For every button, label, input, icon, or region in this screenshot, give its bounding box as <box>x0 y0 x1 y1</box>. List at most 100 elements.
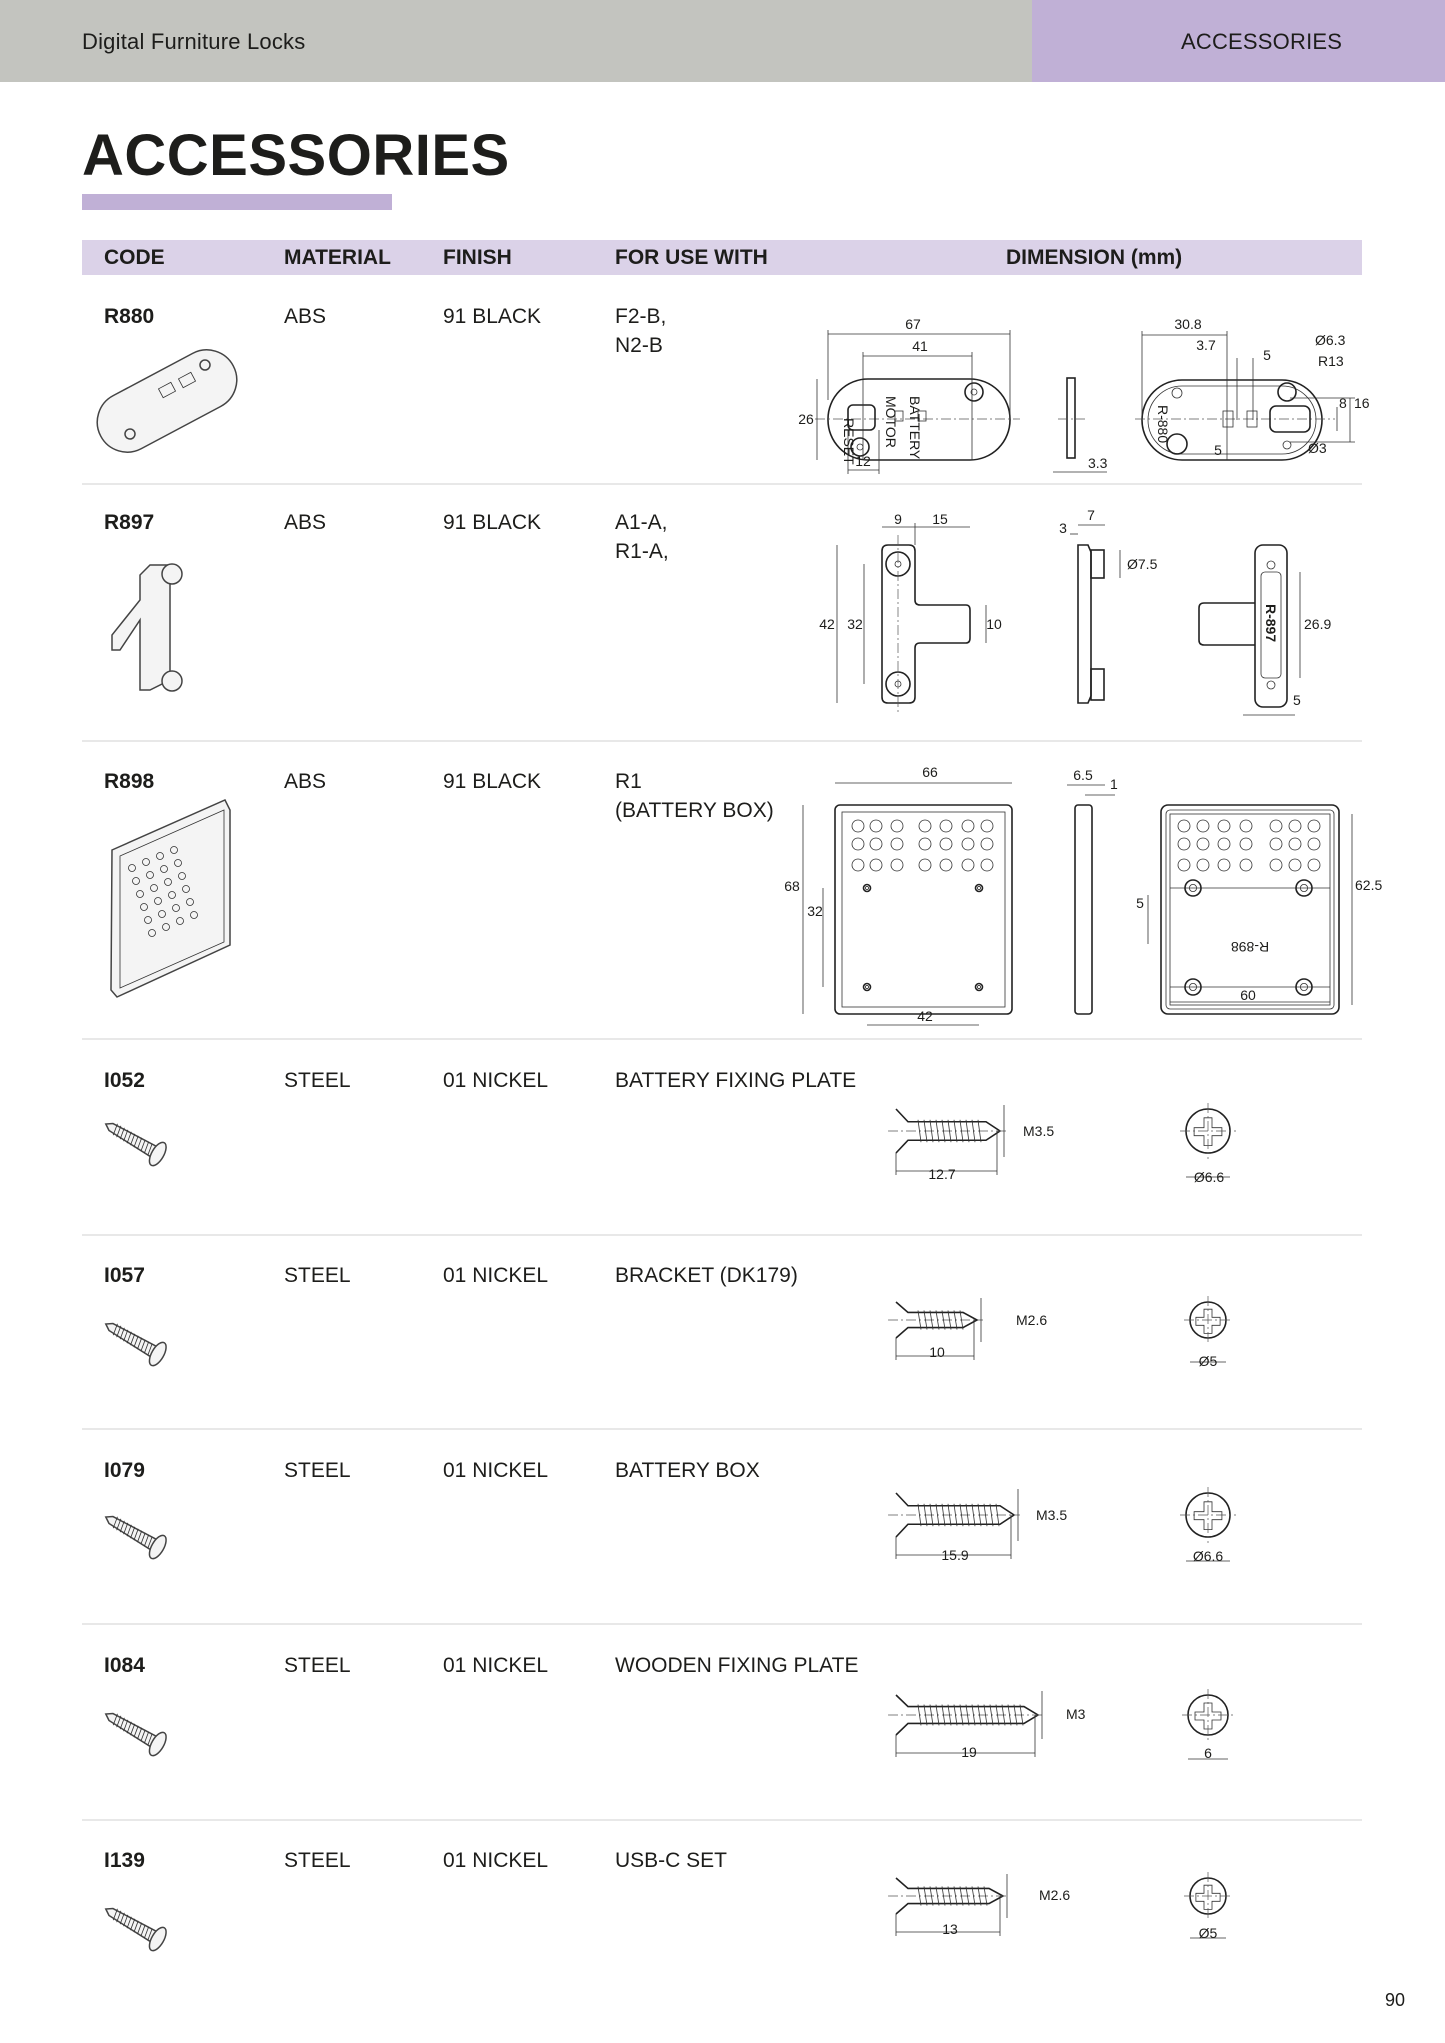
table-header: CODE MATERIAL FINISH FOR USE WITH DIMENS… <box>82 240 1362 275</box>
vent-hole <box>1239 819 1253 833</box>
vent-hole <box>961 819 975 833</box>
vent-hole <box>148 929 156 937</box>
dim-label: 66 <box>922 764 938 780</box>
screw-hole <box>1295 978 1313 996</box>
thread <box>929 1119 934 1143</box>
vent-hole <box>178 872 186 880</box>
r897-side-view: 3 7 Ø7.5 <box>1059 507 1158 704</box>
thread <box>971 1119 976 1143</box>
item-code: I139 <box>104 1849 145 1872</box>
item-material: STEEL <box>284 1069 351 1092</box>
dim-label: 30.8 <box>1174 316 1201 332</box>
item-for-use-with: BATTERY FIXING PLATE <box>615 1069 857 1092</box>
thread <box>917 1310 922 1330</box>
thread <box>935 1310 940 1330</box>
dim-label: Ø5 <box>1199 1353 1218 1369</box>
vent-hole <box>186 898 194 906</box>
thread <box>953 1704 958 1726</box>
dim-label: 68 <box>784 878 800 894</box>
mark-text: BATTERY <box>907 396 923 460</box>
item-for-use-with: BATTERY BOX <box>615 1459 760 1482</box>
r897-front-view: 9 15 42 32 10 <box>819 511 1002 712</box>
dim-label: 26 <box>798 411 814 427</box>
vent-hole <box>144 916 152 924</box>
vent-hole <box>1239 858 1253 872</box>
dim-label: 12 <box>855 453 871 469</box>
dim-label: M3 <box>1066 1706 1086 1722</box>
dim-label: 5 <box>1214 442 1222 458</box>
vent-hole <box>939 819 953 833</box>
vent-hole <box>890 819 904 833</box>
thread <box>989 1704 994 1726</box>
title-underline <box>82 194 392 210</box>
vent-hole <box>1288 837 1302 851</box>
category-label: ACCESSORIES <box>1181 29 1343 54</box>
dim-label: Ø7.5 <box>1127 556 1158 572</box>
dim-label: 5 <box>1136 895 1144 911</box>
dim-label: 60 <box>1240 987 1256 1003</box>
thread <box>977 1704 982 1726</box>
mark-text: R-897 <box>1263 604 1279 642</box>
thread <box>983 1886 988 1906</box>
dim-label: 6.5 <box>1073 767 1093 783</box>
thread <box>995 1704 1000 1726</box>
vent-hole <box>1307 819 1321 833</box>
dim-label: Ø5 <box>1199 1925 1218 1941</box>
thread <box>929 1310 934 1330</box>
vent-hole <box>1269 819 1283 833</box>
vent-hole <box>1196 858 1210 872</box>
screw-product-image <box>104 1712 167 1757</box>
item-material: ABS <box>284 511 327 534</box>
item-finish: 91 BLACK <box>443 511 542 534</box>
vent-hole <box>890 837 904 851</box>
col-dimension: DIMENSION (mm) <box>1006 246 1183 269</box>
row-divider <box>82 1623 1362 1625</box>
header-category-tab: ACCESSORIES <box>1032 0 1445 82</box>
r897-product-image <box>111 563 183 692</box>
dim-label: 32 <box>807 903 823 919</box>
thread <box>935 1503 940 1527</box>
vent-hole <box>961 837 975 851</box>
vent-hole <box>154 897 162 905</box>
dim-label: 16 <box>1354 395 1370 411</box>
dim-label: 5 <box>1293 692 1301 708</box>
item-code: I052 <box>104 1069 145 1092</box>
item-code: R897 <box>104 511 155 534</box>
dim-label: 1 <box>1110 776 1118 792</box>
dim-label: 10 <box>986 616 1002 632</box>
dim-label: 19 <box>961 1744 977 1760</box>
vent-hole <box>939 837 953 851</box>
item-material: STEEL <box>284 1654 351 1677</box>
dim-label: 3.3 <box>1088 455 1108 471</box>
thread <box>953 1310 958 1330</box>
screw-hole <box>1184 978 1202 996</box>
thread <box>959 1704 964 1726</box>
col-for-use-with: FOR USE WITH <box>615 246 768 269</box>
screw-hole <box>1184 879 1202 897</box>
section-title: Digital Furniture Locks <box>82 29 306 54</box>
dim-label: M3.5 <box>1036 1507 1067 1523</box>
vent-hole <box>1177 819 1191 833</box>
vent-hole <box>168 891 176 899</box>
thread <box>947 1704 952 1726</box>
thread <box>1013 1704 1018 1726</box>
mark-text: R-880 <box>1155 405 1171 443</box>
item-finish: 91 BLACK <box>443 305 542 328</box>
item-finish: 01 NICKEL <box>443 1069 549 1092</box>
r880-product-image <box>96 349 238 453</box>
vent-hole <box>1269 837 1283 851</box>
vent-hole <box>170 846 178 854</box>
screw-hole <box>862 982 872 992</box>
vent-hole <box>172 904 180 912</box>
dim-label: M2.6 <box>1016 1312 1047 1328</box>
item-finish: 01 NICKEL <box>443 1849 549 1872</box>
dim-label: 41 <box>912 338 928 354</box>
col-material: MATERIAL <box>284 246 391 269</box>
item-for-use-with: R1 (BATTERY BOX) <box>615 770 774 822</box>
thread <box>971 1704 976 1726</box>
page-number: 90 <box>1385 1990 1406 2010</box>
screw-hole <box>974 982 984 992</box>
